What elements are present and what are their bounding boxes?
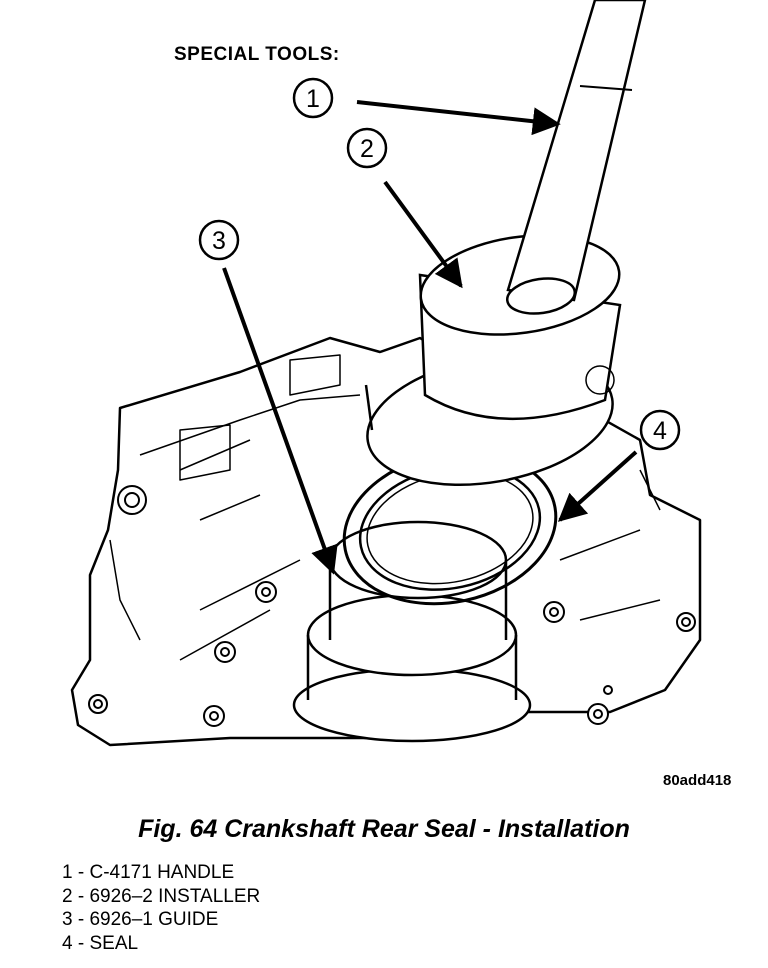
legend-text: SEAL	[89, 932, 139, 954]
legend-item: 3 - 6926–1 GUIDE	[62, 909, 219, 930]
callout-2: 2	[346, 127, 388, 169]
legend-text: C-4171 HANDLE	[89, 862, 235, 883]
seal-installation-diagram: 1 2 3 4	[70, 0, 702, 747]
callout-arrows	[222, 100, 638, 575]
figure-code: 80add418	[663, 772, 732, 789]
callout-3-label: 3	[212, 227, 226, 255]
figure-caption: Fig. 64 Crankshaft Rear Seal - Installat…	[138, 815, 630, 843]
legend-num: 4	[62, 932, 73, 954]
callout-4: 4	[639, 409, 681, 451]
handle-tool	[505, 0, 647, 315]
callout-4-label: 4	[653, 417, 667, 445]
legend-num: 2	[62, 885, 73, 907]
legend-item: 1 - C-4171 HANDLE	[62, 862, 235, 883]
special-tools-header: SPECIAL TOOLS:	[174, 44, 340, 65]
callout-2-label: 2	[360, 135, 374, 163]
legend-item: 2 - 6926–2 INSTALLER	[62, 885, 261, 907]
legend-text: 6926–1 GUIDE	[89, 909, 219, 930]
legend-text: 6926–2 INSTALLER	[89, 885, 261, 907]
callout-3: 3	[198, 219, 240, 261]
block-bolts	[88, 485, 696, 727]
guide-tool	[292, 520, 532, 743]
legend: 1 - C-4171 HANDLE 2 - 6926–2 INSTALLER 3…	[62, 861, 260, 955]
callout-1-label: 1	[306, 85, 320, 113]
callout-1: 1	[292, 77, 334, 119]
legend-item: 4 - SEAL	[62, 932, 139, 954]
legend-num: 1	[62, 862, 73, 883]
legend-num: 3	[62, 909, 73, 930]
